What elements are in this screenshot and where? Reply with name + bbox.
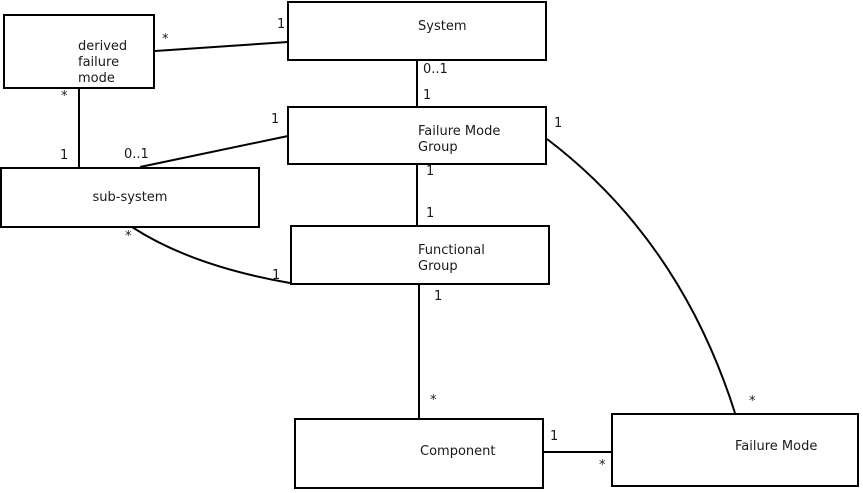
multiplicity-functional-group-end-of-fmg-link: 1 [426,206,435,221]
entity-label-sub-system: sub-system [92,189,168,205]
connector-sub-system-functional-group [131,226,291,284]
multiplicity-component-end-of-failure-mode-link: 1 [550,429,559,444]
entity-label-failure-mode: Failure Mode [735,439,818,454]
multiplicity-sub-system-end-of-derived-link: 1 [60,148,69,163]
connector-sub-system-failure-mode-group [139,135,289,168]
multiplicity-sub-system-end-of-functional-group-link: * [125,229,132,244]
multiplicity-fmg-end-of-functional-group-link: 1 [426,164,435,179]
entity-label-failure-mode-group: Failure Mode Group [418,123,501,155]
connector-derived-failure-mode-system [154,41,289,52]
entity-label-functional-group: Functional Group [418,243,485,274]
multiplicity-derived-failure-mode-end-of-sub-system-link: * [61,89,68,104]
multiplicity-system-end-of-derived-link: 1 [277,17,286,32]
multiplicity-functional-group-end-of-sub-system-link: 1 [272,268,281,283]
multiplicity-sub-system-end-of-fmg-link: 0..1 [124,147,149,162]
entity-box-sub-system: sub-system [0,167,260,228]
multiplicity-fmg-end-of-system-link: 1 [423,88,432,103]
entity-box-failure-mode: Failure Mode [611,413,859,487]
entity-label-system: System [418,19,467,34]
multiplicity-functional-group-end-of-component-link: 1 [434,289,443,304]
entity-label-derived-failure-mode: derived failure mode [78,38,128,86]
multiplicity-fmg-end-of-sub-system-link: 1 [271,112,280,127]
entity-box-functional-group: Functional Group [290,225,550,285]
multiplicity-system-end-of-fmg-link: 0..1 [423,62,448,77]
multiplicity-failure-mode-end-of-component-link: * [599,458,606,473]
entity-box-system: System [287,1,547,61]
entity-box-derived-failure-mode: derived failure mode [3,14,155,89]
connector-failure-mode-group-failure-mode [546,138,736,414]
multiplicity-failure-mode-end-of-fmg-link: * [749,394,756,409]
entity-box-failure-mode-group: Failure Mode Group [287,106,547,165]
multiplicity-fmg-end-of-failure-mode-link: 1 [554,116,563,131]
multiplicity-component-end-of-functional-group-link: * [430,393,437,408]
entity-box-component: Component [294,418,544,489]
multiplicity-derived-failure-mode-end-of-system-link: * [162,32,169,47]
entity-label-component: Component [420,443,496,459]
